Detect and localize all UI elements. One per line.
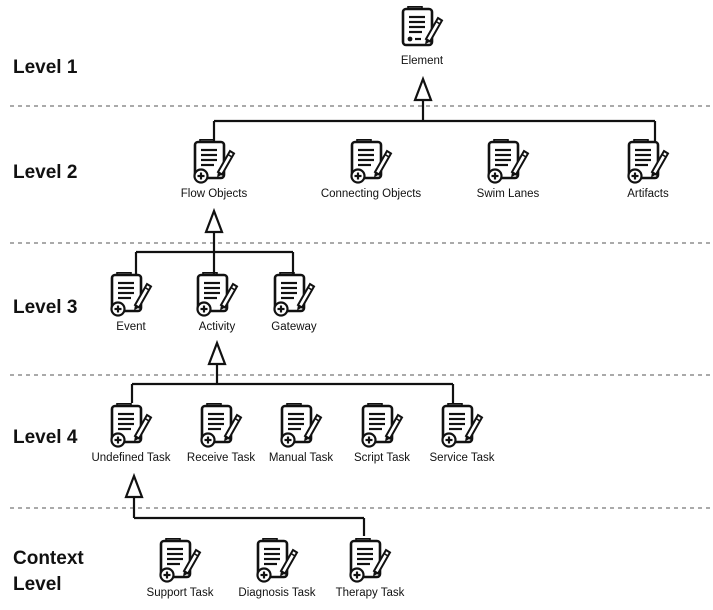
node-label: Connecting Objects: [320, 188, 422, 200]
node-gateway: Gateway: [224, 272, 364, 333]
document-edit-icon: [151, 403, 291, 449]
level-4-label: Level 4: [13, 427, 78, 448]
document-edit-icon: [352, 6, 492, 52]
arrowhead-undefined-task: [124, 472, 144, 499]
document-edit-icon: [224, 272, 364, 318]
node-undefined-task: Undefined Task: [61, 403, 201, 464]
document-edit-icon: [300, 538, 440, 584]
node-label: Element: [400, 55, 444, 67]
node-label: Service Task: [429, 452, 495, 464]
arrowhead-flow-objects: [204, 207, 224, 234]
node-artifacts: Artifacts: [578, 139, 713, 200]
node-swim-lanes: Swim Lanes: [438, 139, 578, 200]
arrowhead-activity: [207, 339, 227, 366]
node-label: Undefined Task: [91, 452, 171, 464]
node-label: Gateway: [271, 321, 317, 333]
node-label: Swim Lanes: [476, 188, 540, 200]
level-3-label: Level 3: [13, 297, 78, 318]
level-separators: [10, 105, 713, 509]
node-support-task: Support Task: [110, 538, 250, 599]
context-level-label-line2: Level: [13, 574, 62, 595]
node-label: Event: [116, 321, 146, 333]
node-element: Element: [352, 6, 492, 67]
level-1-label: Level 1: [13, 57, 78, 78]
document-edit-icon: [301, 139, 441, 185]
node-label: Manual Task: [268, 452, 334, 464]
document-edit-icon: [61, 272, 201, 318]
node-manual-task: Manual Task: [231, 403, 371, 464]
level-2-label: Level 2: [13, 162, 78, 183]
node-receive-task: Receive Task: [151, 403, 291, 464]
node-event: Event: [61, 272, 201, 333]
document-edit-icon: [578, 139, 713, 185]
inheritance-arrowheads: [124, 75, 433, 499]
document-edit-icon: [147, 272, 287, 318]
node-diagnosis-task: Diagnosis Task: [207, 538, 347, 599]
document-edit-icon: [144, 139, 284, 185]
node-label: Support Task: [146, 587, 214, 599]
node-therapy-task: Therapy Task: [300, 538, 440, 599]
node-connecting-objects: Connecting Objects: [301, 139, 441, 200]
document-edit-icon: [61, 403, 201, 449]
document-edit-icon: [207, 538, 347, 584]
context-level-label-line1: Context: [13, 548, 84, 569]
node-label: Artifacts: [627, 188, 669, 200]
node-label: Diagnosis Task: [238, 587, 316, 599]
document-edit-icon: [312, 403, 452, 449]
node-service-task: Service Task: [392, 403, 532, 464]
node-flow-objects: Flow Objects: [144, 139, 284, 200]
document-edit-icon: [438, 139, 578, 185]
node-label: Receive Task: [186, 452, 256, 464]
document-edit-icon: [392, 403, 532, 449]
arrowhead-element: [413, 75, 433, 102]
connectors: [130, 100, 657, 536]
node-label: Flow Objects: [180, 188, 248, 200]
node-activity: Activity: [147, 272, 287, 333]
document-edit-icon: [110, 538, 250, 584]
node-label: Therapy Task: [335, 587, 405, 599]
document-edit-icon: [231, 403, 371, 449]
node-label: Activity: [198, 321, 236, 333]
node-label: Script Task: [353, 452, 411, 464]
node-script-task: Script Task: [312, 403, 452, 464]
